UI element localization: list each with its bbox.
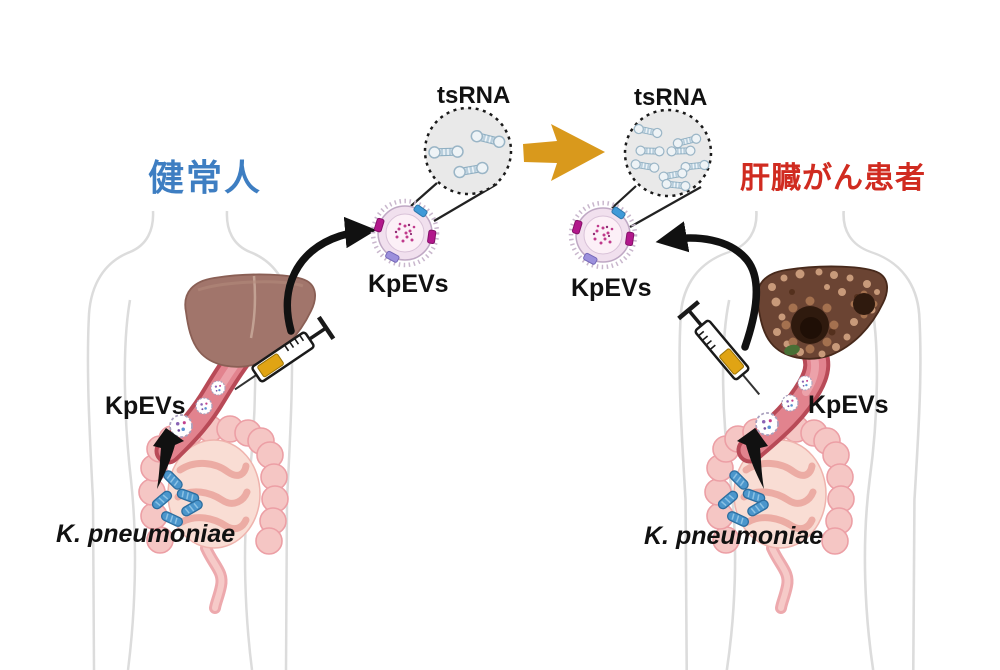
left-release-arrow-icon xyxy=(283,216,377,335)
right-vesicle-kpevs-label: KpEVs xyxy=(571,274,652,302)
left-vessel-kpevs-label: KpEVs xyxy=(105,392,186,420)
ev-particle xyxy=(195,397,213,415)
ev-particle xyxy=(755,412,779,436)
left-bacteria-label: K. pneumoniae xyxy=(56,520,236,548)
ev-particle xyxy=(781,394,799,412)
healthy-person-label: 健常人 xyxy=(148,157,263,198)
left-vesicle-kpevs-label: KpEVs xyxy=(368,270,449,298)
right-tsrna-circle xyxy=(623,108,713,198)
right-uptake-arrow-icon xyxy=(655,221,761,351)
liver-cancer-patient-label: 肝臓がん患者 xyxy=(740,162,926,195)
left-tsrna-label: tsRNA xyxy=(437,82,511,109)
right-kpev-vesicle-icon xyxy=(571,203,635,267)
ev-particle xyxy=(210,380,226,396)
right-magnifier-lines xyxy=(611,185,702,228)
right-tsrna-label: tsRNA xyxy=(634,84,708,111)
healthy-liver-icon xyxy=(184,273,316,368)
left-tsrna-circle xyxy=(423,106,513,196)
left-kpev-vesicle-icon xyxy=(373,201,437,265)
right-vessel-kpevs-label: KpEVs xyxy=(808,391,889,419)
transfer-arrow-icon xyxy=(523,124,605,181)
ev-particle xyxy=(797,375,813,391)
diseased-liver-icon xyxy=(756,265,888,360)
right-intestine-icon xyxy=(705,416,854,608)
right-bacteria-label: K. pneumoniae xyxy=(644,522,824,550)
